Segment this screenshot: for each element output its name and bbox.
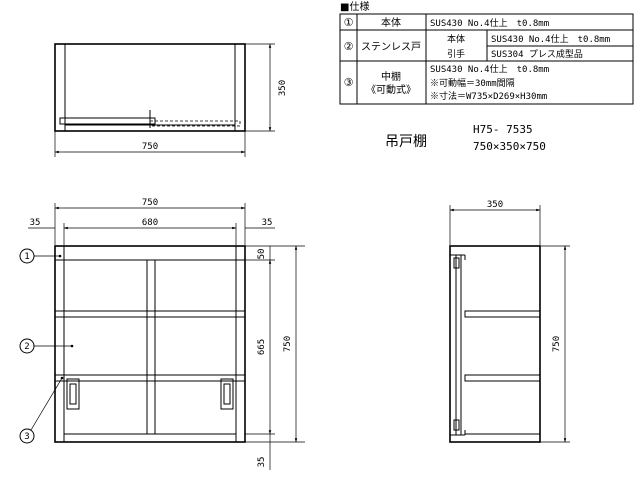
dim-front-width: 750 — [142, 198, 158, 208]
product-size: 750×350×750 — [473, 140, 546, 153]
dim-side-height: 750 — [552, 336, 562, 352]
callout-3: 3 — [24, 432, 29, 442]
product-model: H75- 7535 — [473, 123, 533, 136]
dim-front-inner: 680 — [142, 218, 158, 228]
spec-row3-note1: ※可動幅＝30mm間隔 — [430, 77, 515, 89]
dim-front-mid: 665 — [257, 339, 267, 355]
spec-row2-sub1-part: 本体 — [447, 33, 465, 45]
dim-side-depth: 350 — [487, 200, 503, 210]
spec-row1-item: 本体 — [381, 16, 401, 29]
spec-row2-sub2-part: 引手 — [447, 48, 465, 60]
dim-front-left: 35 — [30, 218, 41, 228]
spec-row3-item: 中棚 — [381, 70, 401, 83]
dim-front-top: 50 — [257, 249, 267, 260]
top-view: 350 750 — [54, 43, 288, 157]
dim-top-depth: 350 — [278, 80, 288, 96]
spec-table: ■仕様 ① 本体 SUS430 No.4仕上 t0.8mm ② ステンレス戸 本… — [339, 0, 634, 105]
spec-row1-value: SUS430 No.4仕上 t0.8mm — [430, 17, 549, 29]
spec-row2-sub1-value: SUS430 No.4仕上 t0.8mm — [491, 33, 610, 45]
spec-row2-sub2-value: SUS304 プレス成型品 — [491, 48, 583, 60]
callout-2: 2 — [24, 342, 29, 352]
dim-front-right: 35 — [262, 218, 273, 228]
product-name: 吊戸棚 — [385, 134, 427, 150]
spec-row1-no: ① — [344, 16, 354, 29]
spec-row3-value: SUS430 No.4仕上 t0.8mm — [430, 63, 549, 75]
front-view: 750 680 35 35 50 665 — [19, 198, 305, 470]
spec-heading: ■仕様 — [340, 0, 369, 13]
spec-row3-note2: ※寸法＝W735×D269×H30mm — [430, 90, 547, 102]
spec-row2-item: ステンレス戸 — [361, 41, 421, 53]
dim-front-bottom: 35 — [257, 457, 267, 468]
side-view: 350 750 — [449, 200, 570, 443]
spec-row3-no: ③ — [344, 76, 354, 89]
spec-row2-no: ② — [344, 40, 354, 53]
spec-row3-item2: 《可動式》 — [366, 83, 416, 96]
dim-top-width: 750 — [142, 142, 158, 152]
callout-1: 1 — [24, 252, 29, 262]
dim-front-height: 750 — [283, 336, 293, 352]
product-label: 吊戸棚 H75- 7535 750×350×750 — [385, 123, 546, 153]
